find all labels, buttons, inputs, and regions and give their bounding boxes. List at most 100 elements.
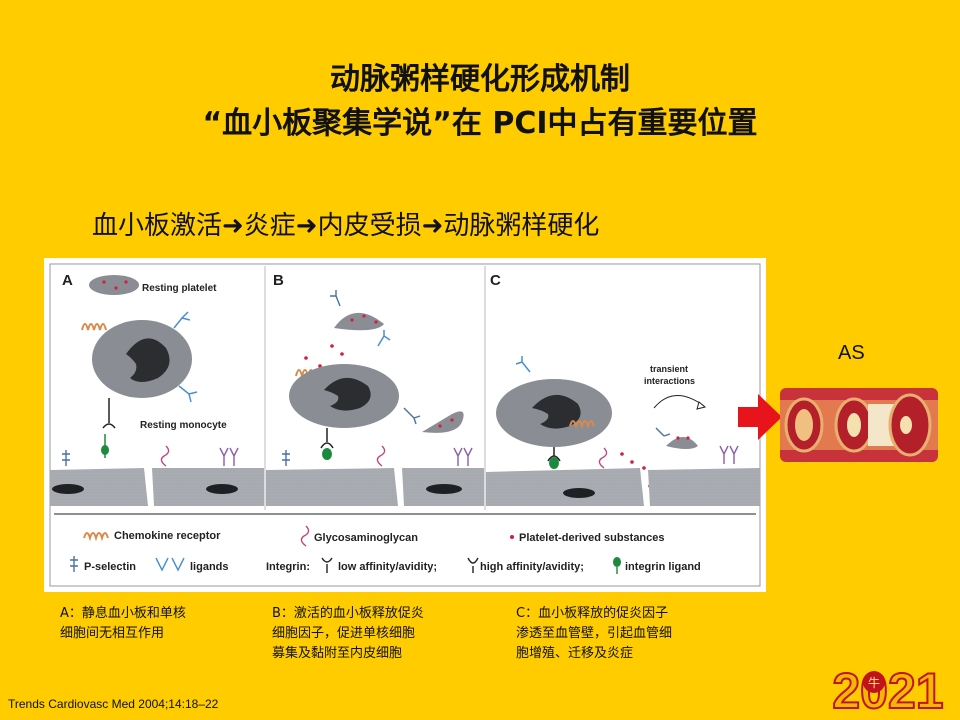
platelet-granule [350,318,354,322]
legend-high-affinity-label: high affinity/avidity; [480,561,584,573]
ligand-icon [453,447,473,466]
legend-glycosaminoglycan-icon [300,525,310,547]
legend-ligand-icon [155,557,185,572]
integrin-low-affinity-icon [102,423,116,429]
platelet-substance-dot [318,364,322,368]
platelet-granule [374,320,378,324]
mechanism-figure: A Resting platelet Resting monocyte [44,258,766,592]
platelet-granule [102,280,106,284]
platelet-substance-dot [330,344,334,348]
endothelial-cell [50,468,148,506]
ligand-icon [173,311,191,329]
platelet-substance-dot [642,466,646,470]
platelet-granule [114,286,118,290]
p-selectin-icon [62,450,70,466]
resting-monocyte-label: Resting monocyte [140,420,227,431]
endothelial-cell [486,468,644,506]
endothelial-nucleus [52,484,84,494]
artery-cross-section [780,388,938,462]
integrin-ligand-icon [322,448,332,460]
legend-integrin-ligand-icon [613,557,621,567]
platelet-granule [676,436,680,440]
ligand-icon [178,385,198,403]
artery-lumen [847,413,861,437]
platelet-substance-dot [630,460,634,464]
legend-p-selectin-icon [70,556,78,572]
panel-b-letter: B [273,272,284,289]
platelet-substance-dot [620,452,624,456]
caption-c: C：血小板释放的促炎因子 渗透至血管壁，引起血管细 胞增殖、迁移及炎症 [516,604,672,664]
monocyte-nucleus [324,377,371,411]
p-selectin-icon [282,450,290,466]
platelet-substance-dot [304,356,308,360]
panel-c-letter: C [490,272,501,289]
red-arrow-icon [738,394,782,440]
mechanism-diagram: A Resting platelet Resting monocyte [49,263,761,587]
integrin-ligand-icon [101,445,109,455]
legend-platelet-substances-label: Platelet-derived substances [519,532,665,544]
citation: Trends Cardiovasc Med 2004;14:18–22 [8,697,219,711]
ligand-icon [719,445,739,464]
caption-a: A：静息血小板和单核 细胞间无相互作用 [60,604,186,644]
chemokine-receptor-icon [81,323,107,331]
panel-c: C transient interactions [490,272,739,488]
monocyte-nucleus [126,338,170,382]
chemokine-receptor-icon [569,420,595,430]
endothelial-cell [266,468,398,506]
as-label: AS [838,342,865,364]
platelet-substance-dot [340,352,344,356]
legend-substance-dot-icon [510,535,514,539]
endothelial-nucleus [206,484,238,494]
artery-lumen [795,409,813,441]
endothelial-nucleus [426,484,462,494]
platelet-granule [438,424,442,428]
panel-a: A Resting platelet Resting monocyte [62,272,239,467]
glycosaminoglycan-icon [160,445,170,467]
caption-a-line: A：静息血小板和单核 [60,606,186,621]
adherent-platelet [422,411,464,433]
p-selectin-icon [403,407,421,425]
caption-c-line: C：血小板释放的促炎因子 [516,606,669,621]
ligand-icon [515,356,531,373]
caption-b: B：激活的血小板释放促炎 细胞因子，促进单核细胞 募集及黏附至内皮细胞 [272,604,424,664]
legend-chemokine-icon [83,532,109,542]
transient-label-2: interactions [644,376,695,386]
legend-low-affinity-label: low affinity/avidity; [338,561,437,573]
legend: Chemokine receptor Glycosaminoglycan Pla… [70,525,701,574]
platelet-granule [450,418,454,422]
slide-subtitle: 血小板激活➜炎症➜内皮受损➜动脉粥样硬化 [92,211,600,241]
endothelial-cell [648,468,760,506]
activated-platelet [334,312,384,331]
caption-c-line: 胞增殖、迁移及炎症 [516,646,634,661]
legend-p-selectin-label: P-selectin [84,561,136,573]
ligand-icon [219,447,239,466]
caption-b-line: B：激活的血小板释放促炎 [272,606,424,621]
platelet-granule [686,436,690,440]
transient-platelet [666,437,698,449]
svg-text:牛: 牛 [868,675,880,690]
legend-low-affinity-icon [321,557,333,573]
panel-b: B [273,272,473,467]
svg-text:2021: 2021 [832,663,943,716]
year-badge-logo: 2021 牛 [831,662,944,716]
resting-platelet-label: Resting platelet [142,283,217,294]
integrin-high-affinity-icon [547,455,561,462]
integrin-high-affinity-icon [320,442,334,449]
integrin-ligand-icon [549,457,559,469]
caption-a-line: 细胞间无相互作用 [60,626,165,641]
legend-glycosaminoglycan-label: Glycosaminoglycan [314,532,418,544]
transient-label-1: transient [650,364,688,374]
caption-b-line: 募集及黏附至内皮细胞 [272,646,403,661]
legend-high-affinity-icon [467,557,479,573]
platelet-granule [124,280,128,284]
ligand-icon [377,330,391,347]
p-selectin-icon [655,427,671,437]
endothelial-nucleus [563,488,595,498]
arrowhead-icon [696,401,707,410]
monocyte-nucleus [532,394,581,429]
caption-b-line: 细胞因子，促进单核细胞 [272,626,416,641]
resting-platelet [89,275,139,295]
legend-integrin-label: Integrin: [266,561,310,573]
artery-lumen [900,416,912,434]
legend-integrin-ligand-label: integrin ligand [625,561,701,573]
